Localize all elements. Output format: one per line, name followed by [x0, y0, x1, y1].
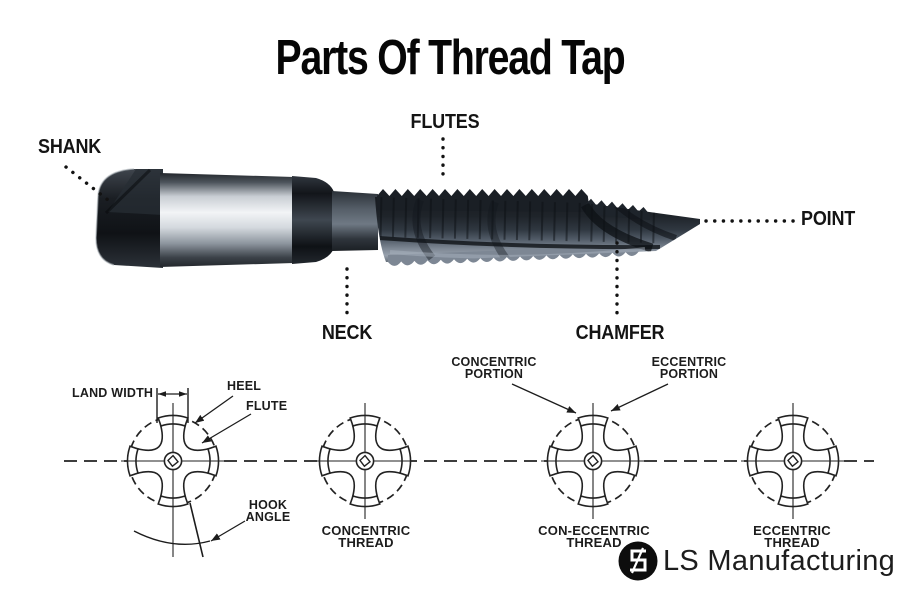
cross-section-concentric	[313, 403, 417, 519]
land-width-label: LAND WIDTH	[72, 386, 154, 400]
tap-square-drive-rim	[95, 168, 135, 266]
flutes-label: FLUTES	[410, 111, 480, 133]
eccentric-thread-caption: ECCENTRIC THREAD	[753, 523, 831, 550]
shank-leader-dots	[64, 165, 110, 202]
tap-thread-teeth-top	[377, 189, 590, 212]
tap-neck	[332, 191, 378, 251]
tap-square-drive-facet	[108, 169, 163, 215]
point-label: POINT	[801, 208, 856, 230]
ls-logo-icon	[618, 541, 658, 581]
land-width-arrow-left	[158, 391, 166, 397]
tap-thread-detail	[379, 197, 677, 262]
tap-square-drive-edge	[104, 168, 152, 215]
hook-angle-arc	[133, 530, 211, 546]
eccentric-portion-label: ECCENTRIC PORTION	[651, 355, 727, 381]
page-title: Parts Of Thread Tap	[275, 31, 626, 85]
heel-leader	[194, 395, 234, 424]
concentric-portion-label: CONCENTRIC PORTION	[451, 355, 537, 381]
hook-angle-leader	[210, 520, 246, 542]
tap-illustration	[95, 168, 700, 268]
chamfer-label: CHAMFER	[575, 322, 665, 344]
hook-angle-line	[189, 502, 204, 558]
flute-leader	[201, 413, 252, 444]
land-width-arrow-right	[179, 391, 187, 397]
hook-angle-label: HOOK ANGLE	[245, 498, 291, 524]
eccentric-portion-leader	[610, 383, 669, 412]
neck-label: NECK	[321, 322, 373, 344]
brand-name: LS Manufacturing	[663, 545, 896, 577]
tap-shank-cylinder	[160, 173, 294, 267]
shank-label: SHANK	[38, 136, 102, 158]
cross-section-con-eccentric	[511, 383, 669, 519]
tap-collar	[292, 176, 334, 264]
heel-label: HEEL	[227, 379, 262, 393]
concentric-thread-caption: CONCENTRIC THREAD	[321, 523, 411, 550]
flute-label: FLUTE	[246, 399, 288, 413]
cross-section-detail	[121, 388, 252, 558]
con-eccentric-thread-caption: CON-ECCENTRIC THREAD	[538, 523, 650, 550]
cross-section-eccentric	[741, 403, 845, 519]
concentric-portion-leader	[511, 383, 577, 414]
